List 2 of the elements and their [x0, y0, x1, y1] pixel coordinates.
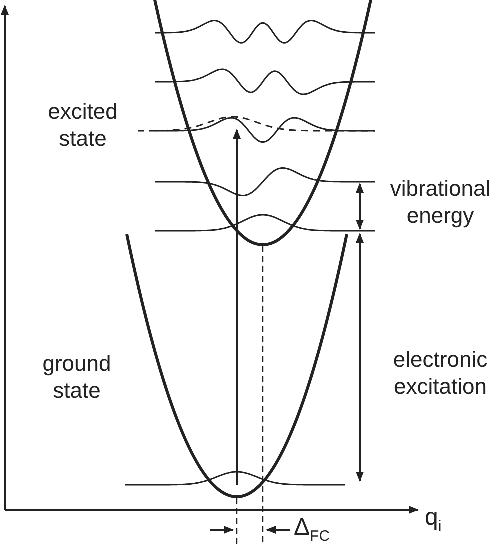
- offset-label: Δ$_{FC}$: [294, 516, 330, 547]
- axis-label: q$_{i}$: [425, 506, 442, 537]
